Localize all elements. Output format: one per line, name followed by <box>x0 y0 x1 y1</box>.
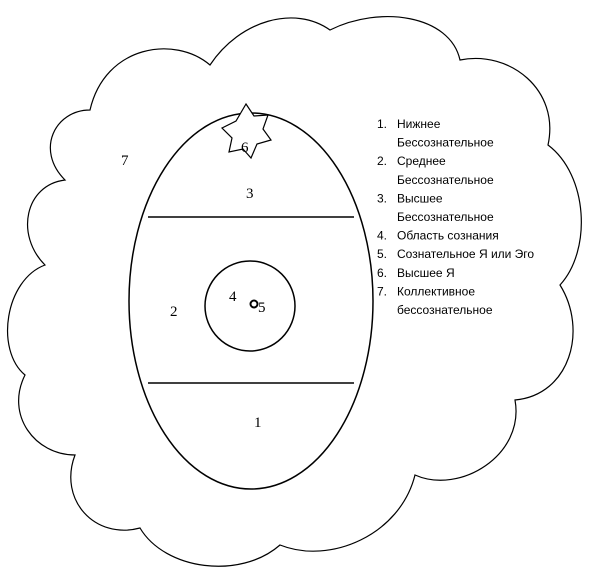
higher-self-star <box>220 102 272 160</box>
legend-item-4-number: 4. <box>377 229 387 243</box>
legend: 1.НижнееБессознательное2.СреднееБессозна… <box>377 117 534 317</box>
legend-item-1-text: Нижнее <box>397 117 441 131</box>
legend-item-1-number: 1. <box>377 117 387 131</box>
ego-point <box>249 299 259 309</box>
region-label-1: 1 <box>254 415 262 431</box>
legend-item-7-number: 7. <box>377 284 387 298</box>
region-label-7: 7 <box>121 153 129 169</box>
legend-item-5-text: Сознательное Я или Эго <box>397 247 534 261</box>
legend-item-2-text: Бессознательное <box>397 173 494 187</box>
legend-item-1-text: Бессознательное <box>397 136 494 150</box>
region-label-5: 5 <box>258 300 266 316</box>
legend-item-3-number: 3. <box>377 191 387 205</box>
region-label-3: 3 <box>246 186 254 202</box>
region-label-4: 4 <box>229 289 237 305</box>
legend-item-7-text: бессознательное <box>397 303 493 317</box>
region-label-6: 6 <box>241 140 249 156</box>
legend-item-6-text: Высшее Я <box>397 266 455 280</box>
legend-item-4-text: Область сознания <box>397 229 499 243</box>
legend-item-2-text: Среднее <box>397 154 446 168</box>
legend-item-3-text: Бессознательное <box>397 210 494 224</box>
legend-item-6-number: 6. <box>377 266 387 280</box>
legend-item-5-number: 5. <box>377 247 387 261</box>
legend-item-2-number: 2. <box>377 154 387 168</box>
legend-item-7-text: Коллективное <box>397 284 475 298</box>
region-label-2: 2 <box>170 304 178 320</box>
legend-item-3-text: Высшее <box>397 191 443 205</box>
